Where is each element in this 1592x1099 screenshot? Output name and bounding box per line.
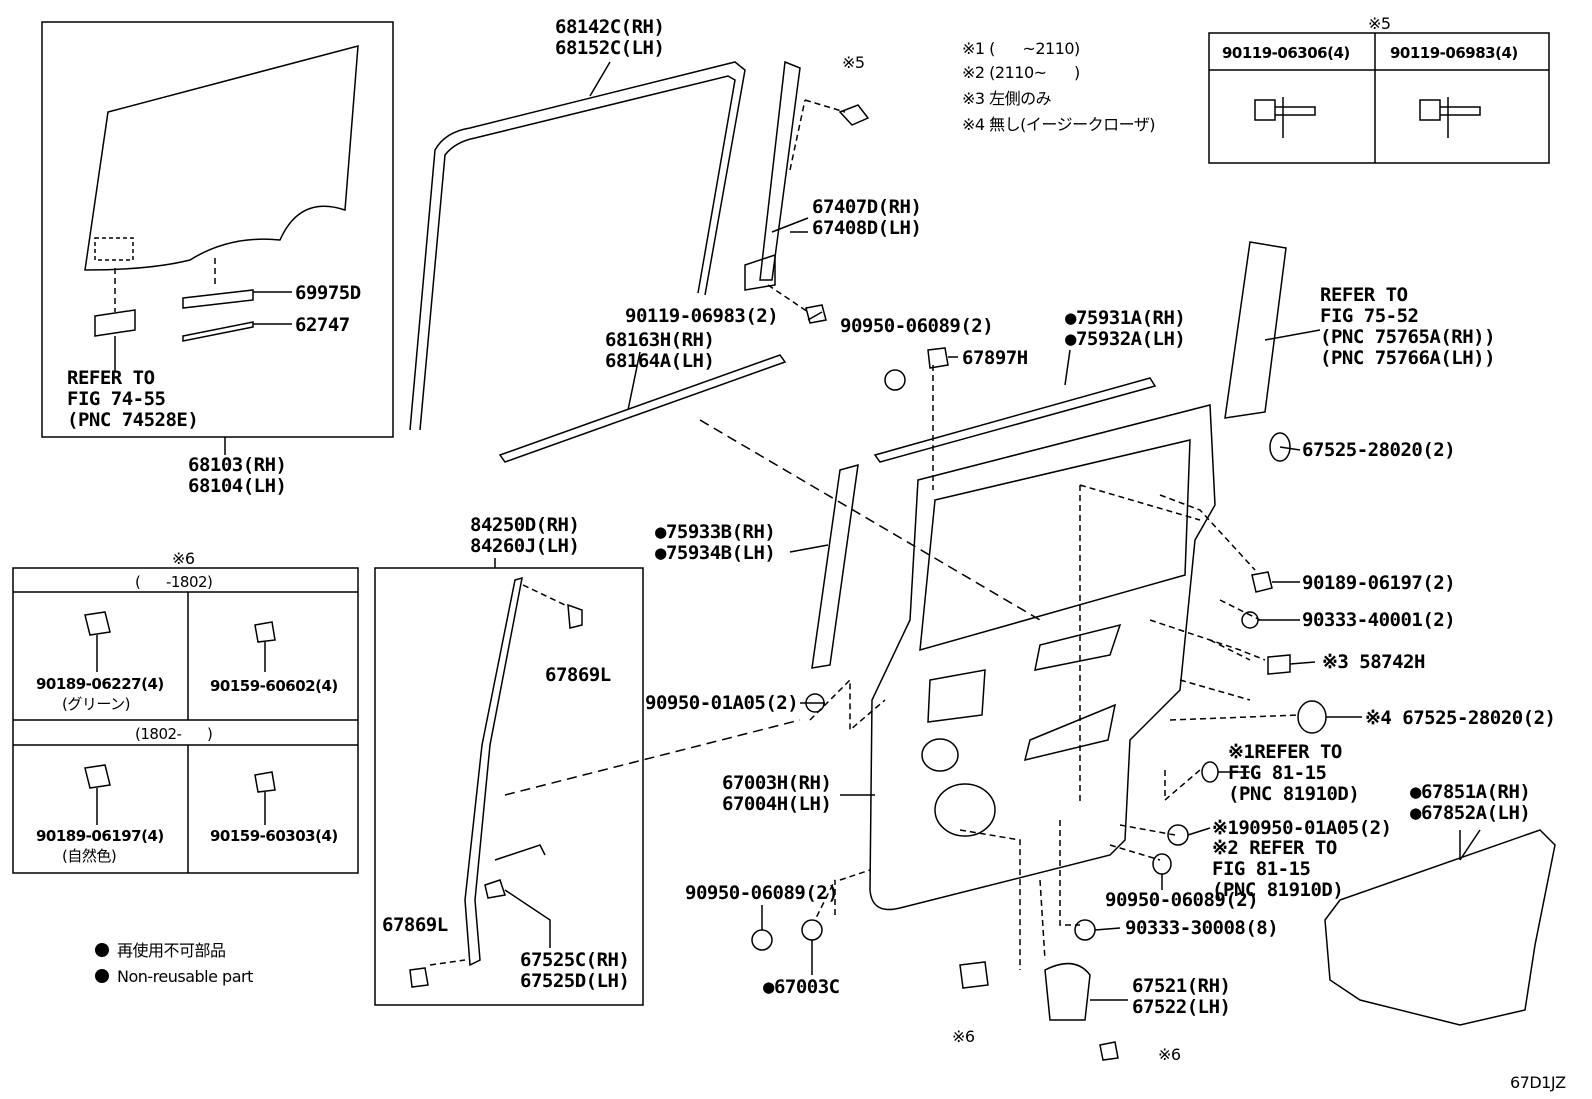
label-67003c: ●67003C [763,976,840,998]
screw-90159-60303 [254,771,276,793]
label-glass-refer: REFER TO FIG 74-55 (PNC 74528E) [67,367,199,431]
label-67521: 67521(RH) 67522(LH) [1132,975,1231,1018]
label-67525-28020-a: 67525-28020(2) [1302,439,1456,461]
clip-90189-06227-sub: (グリーン) [62,695,130,713]
clip-67869l-a [567,603,583,629]
bolt-5 [838,104,870,126]
label-90333-40001: 90333-40001(2) [1302,609,1456,631]
label-84250d: 84250D(RH) 84260J(LH) [470,514,580,557]
legend-jp: 再使用不可部品 [95,940,226,961]
seal-58742h [1267,654,1291,675]
label-90189-06197: 90189-06197(2) [1302,572,1456,594]
label-90950-06089-d: 90950-06089(2) [1105,889,1259,911]
label-refer-81-a: ※1REFER TO FIG 81-15 (PNC 81910D) [1228,741,1360,805]
diagram-code: 67D1JZ [1510,1073,1566,1092]
note-2: ※2 (2110~ ) [962,63,1080,82]
label-90119-06983: 90119-06983(2) [625,305,779,327]
label-75931a: ●75931A(RH) ●75932A(LH) [1065,307,1186,350]
rear-garnish [1224,241,1287,419]
screw-90159-60303-label: 90159-60303(4) [210,827,338,845]
label-58742h: ※3 58742H [1322,651,1425,673]
cover-67525-a [1269,432,1291,462]
glass-box [41,21,394,438]
pillar-moulding [811,463,859,669]
label-68163h: 68163H(RH) 68164A(LH) [605,329,715,372]
cable-box [374,567,644,1006]
plug-67003c [801,919,823,941]
label-refer-81-b: ※2 REFER TO FIG 81-15 (PNC 81910D) [1212,837,1344,901]
bolt-90119-06983 [1419,99,1481,121]
clip-90189 [1251,571,1273,593]
label-90950-01a05-b: ※190950-01A05(2) [1212,817,1392,839]
label-67003h: 67003H(RH) 67004H(LH) [722,772,832,815]
label-6-b: ※6 [1158,1045,1181,1064]
label-68142c: 68142C(RH) 68152C(LH) [555,16,665,59]
label-68103: 68103(RH) 68104(LH) [188,454,287,497]
label-67897h: 67897H [962,347,1028,369]
legend-jp-text: 再使用不可部品 [117,941,226,960]
door-glass [84,45,359,271]
label-refer-75: REFER TO FIG 75-52 (PNC 75765A(RH)) (PNC… [1320,284,1496,369]
bolt-table-col1: 90119-06306(4) [1222,44,1350,62]
label-90950-01a05: 90950-01A05(2) [645,692,799,714]
plug-90950-a [884,369,906,391]
label-90950-06089-a: 90950-06089(2) [840,315,994,337]
legend-dot-icon [95,943,109,957]
legend-en: Non-reusable part [95,966,253,987]
screw-90159-60602-label: 90159-60602(4) [210,677,338,695]
glass-run-channel [409,61,746,431]
bolt-90119 [805,304,827,324]
label-5-top: ※5 [842,53,865,72]
label-67525c: 67525C(RH) 67525D(LH) [520,949,630,992]
belt-moulding [498,354,787,463]
label-67869l-a: 67869L [545,664,611,686]
clip-90189-06197-label: 90189-06197(4) [36,827,164,845]
label-67869l-b: 67869L [382,914,448,936]
label-67851a: ●67851A(RH) ●67852A(LH) [1410,781,1531,824]
bolt-table-title: ※5 [1368,14,1391,33]
label-6-a: ※6 [952,1027,975,1046]
clip-90189-06227 [84,611,111,636]
label-69975d: 69975D [295,282,361,304]
clip-table-title: ※6 [172,549,195,568]
clip-table-row2-header: (1802- ) [135,725,213,743]
glass-strip-69975d [182,289,254,309]
bolt-table [1208,32,1550,164]
bracket-67521 [1044,962,1091,1021]
legend-en-text: Non-reusable part [117,967,253,986]
legend-dot-icon [95,969,109,983]
bolt-6b [1099,1041,1119,1061]
note-3: ※3 左側のみ [962,89,1052,108]
glass-label [94,309,136,337]
cover-67525-b [1297,700,1327,734]
label-67407d: 67407D(RH) 67408D(LH) [812,196,922,239]
division-bar [759,60,801,281]
note-4: ※4 無し(イージークローザ) [962,115,1156,134]
bolt-table-col2: 90119-06983(4) [1390,44,1518,62]
cable-protector [484,879,506,899]
label-75933b: ●75933B(RH) ●75934B(LH) [655,521,776,564]
clip-90189-06197-sub: (自然色) [62,847,117,865]
clip-90189-06197-table [84,764,111,789]
screw-90159-60602 [254,621,276,643]
upper-moulding [873,377,1157,463]
label-90950-06089-e: 90950-06089(2) [685,882,839,904]
label-62747: 62747 [295,314,350,336]
cap-67897h [927,347,949,369]
label-90333-30008: 90333-30008(8) [1125,917,1279,939]
bolt-90119-06306 [1254,99,1316,121]
door-cable [464,576,523,967]
label-67525-28020-b: ※4 67525-28020(2) [1365,707,1556,729]
clip-6a [959,961,989,989]
clip-table-row1-header: ( -1802) [135,573,213,591]
glass-strip-62747 [182,321,254,342]
note-1: ※1 ( ~2110) [962,39,1080,58]
door-panel [869,404,1216,911]
service-hole-cover [1324,829,1556,1026]
clip-90189-06227-label: 90189-06227(4) [36,675,164,693]
clip-67869l-b [409,967,429,988]
